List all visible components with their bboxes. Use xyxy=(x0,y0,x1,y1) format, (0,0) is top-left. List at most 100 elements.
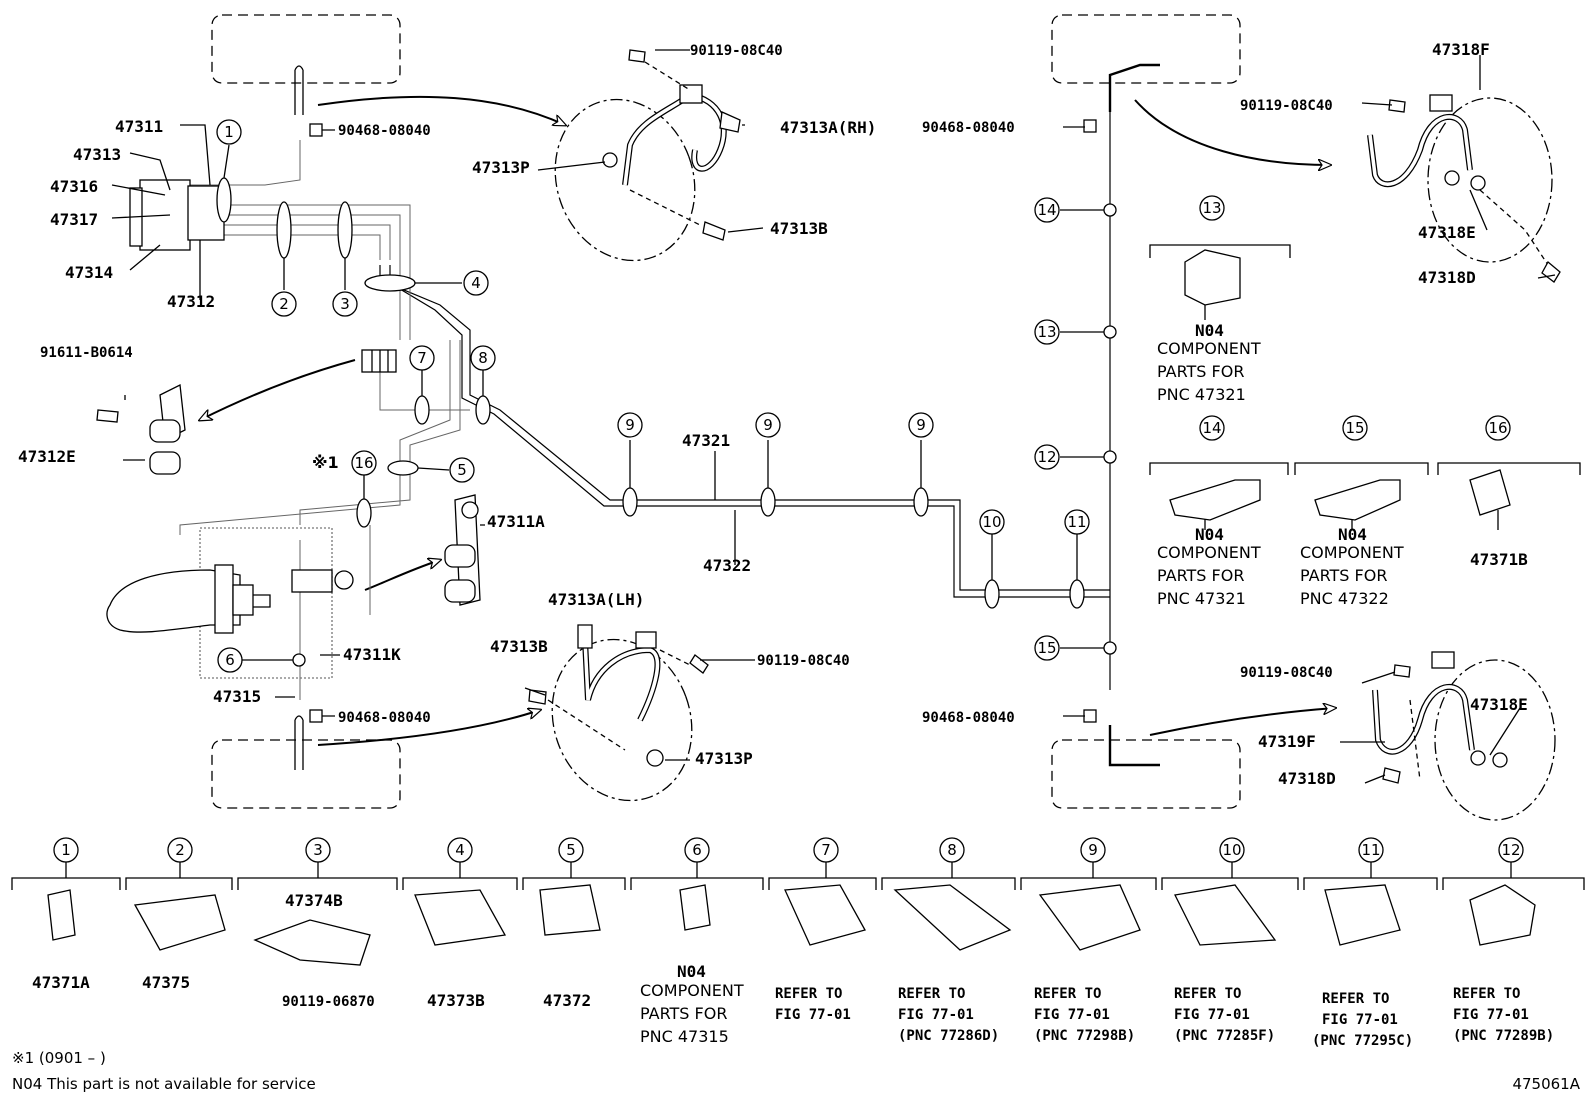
bracket-47311A-clamp-b xyxy=(444,579,476,603)
label-47318E-b: 47318E xyxy=(1470,695,1528,714)
callout-16-num: 16 xyxy=(354,454,373,472)
label-47371B: 47371B xyxy=(1470,550,1528,569)
right-box-15-n04: N04 xyxy=(1338,525,1367,544)
bracket-r13 xyxy=(1149,244,1291,258)
bottom-label-9-line1: REFER TO xyxy=(1034,986,1101,1002)
bottom-label-12-line3: (PNC 77289B) xyxy=(1453,1028,1554,1044)
callout-r16 xyxy=(1485,415,1511,441)
47311K-clamp-bolt xyxy=(334,570,354,590)
label-47318D-b: 47318D xyxy=(1278,769,1336,788)
callout-r13-num: 13 xyxy=(1202,199,1221,217)
label-47313P-b: 47313P xyxy=(695,749,753,768)
clip-r13 xyxy=(1184,249,1241,306)
clip-47318E-rr2 xyxy=(1492,752,1508,768)
callout-13 xyxy=(1034,319,1060,345)
wheel-ellipse-fr2 xyxy=(1427,97,1553,263)
callout-6-num: 6 xyxy=(225,651,235,669)
callout-9c xyxy=(908,412,934,438)
bolt-91611 xyxy=(96,409,119,423)
hose-47313A-rh xyxy=(622,92,692,186)
bottom-callout-12 xyxy=(1498,837,1524,863)
bottom-label-7-line1: REFER TO xyxy=(775,986,842,1002)
master-cylinder-rod xyxy=(253,594,271,608)
bottom-label-11-line3: (PNC 77295C) xyxy=(1312,1033,1413,1049)
label-90468-a: 90468-08040 xyxy=(338,123,431,139)
label-90119-b: 90119-08C40 xyxy=(757,653,850,669)
label-47313A-rh: 47313A(RH) xyxy=(780,118,876,137)
bottom-callout-8 xyxy=(939,837,965,863)
right-box-15-line1: COMPONENT xyxy=(1300,543,1404,562)
master-cylinder-flange xyxy=(214,564,234,634)
arrow-to-bracket xyxy=(200,359,356,420)
bottom-clip-9 xyxy=(1038,884,1141,951)
callout-6 xyxy=(217,647,243,673)
rear-left-area xyxy=(211,739,401,809)
bottom-callout-7 xyxy=(813,837,839,863)
bracket-r16 xyxy=(1437,462,1581,475)
brake-line-right-bottom xyxy=(1108,725,1160,767)
bottom-label-1: 47371A xyxy=(32,973,90,992)
label-47313: 47313 xyxy=(73,145,121,164)
right-box-13-n04: N04 xyxy=(1195,321,1224,340)
label-47318E-a: 47318E xyxy=(1418,223,1476,242)
bottom-label-10-line1: REFER TO xyxy=(1174,986,1241,1002)
bottom-label-6-line1: COMPONENT xyxy=(640,981,744,1000)
bottom-label-6-line2: PARTS FOR xyxy=(640,1004,727,1023)
footer-note-2: N04 This part is not available for servi… xyxy=(12,1075,316,1093)
callout-12-num: 12 xyxy=(1037,448,1056,466)
bottom-label-11-line1: REFER TO xyxy=(1322,991,1389,1007)
label-47319F: 47319F xyxy=(1258,732,1316,751)
clamp-9b xyxy=(760,487,776,517)
hose-47313A-rh-tube-inner xyxy=(689,93,726,171)
bottom-callout-10-num: 10 xyxy=(1222,841,1241,859)
right-box-14: N04 COMPONENT PARTS FOR PNC 47321 xyxy=(1157,525,1261,608)
callout-1-num: 1 xyxy=(224,123,234,141)
figure-id: 475061A xyxy=(1512,1075,1580,1093)
dash-fr-bottom xyxy=(629,189,701,226)
bolt-47313B-fr xyxy=(702,221,726,241)
clip-r14 xyxy=(1169,479,1261,521)
clamp-7-slots xyxy=(371,350,389,372)
front-left-pipe xyxy=(294,65,304,115)
bottom-label-10-line2: FIG 77-01 xyxy=(1174,1007,1250,1023)
bottom-label-8-line2: FIG 77-01 xyxy=(898,1007,974,1023)
right-box-14-line3: PNC 47321 xyxy=(1157,589,1246,608)
clamp-1 xyxy=(216,177,232,223)
bottom-label-10-line3: (PNC 77285F) xyxy=(1174,1028,1275,1044)
callout-9c-num: 9 xyxy=(916,416,926,434)
label-47313A-lh: 47313A(LH) xyxy=(548,590,644,609)
bottom-callout-3 xyxy=(305,837,331,863)
right-box-13-line3: PNC 47321 xyxy=(1157,385,1246,404)
clamp-12 xyxy=(1103,450,1117,464)
master-cylinder xyxy=(106,569,241,633)
callout-r15-num: 15 xyxy=(1345,419,1364,437)
right-box-13-line2: PARTS FOR xyxy=(1157,362,1244,381)
callout-4-num: 4 xyxy=(471,274,481,292)
wheel-ellipse-fr xyxy=(554,98,696,262)
clamp-7 xyxy=(414,395,430,425)
bottom-clip-7 xyxy=(784,884,866,946)
bracket-rf xyxy=(1429,94,1453,112)
bottom-callout-4-num: 4 xyxy=(455,841,465,859)
arrow-to-fr-hose xyxy=(317,95,565,125)
bolt-90119-rl xyxy=(689,654,709,674)
clip-47313P-rl xyxy=(646,749,664,767)
bottom-label-4: 47373B xyxy=(427,991,485,1010)
bracket-47311A-clamp-a xyxy=(444,544,476,568)
right-box-14-line1: COMPONENT xyxy=(1157,543,1261,562)
bolt-rf xyxy=(1388,99,1406,113)
hose-47319F-inner xyxy=(1373,685,1474,754)
callout-r16-num: 16 xyxy=(1488,419,1507,437)
callout-16 xyxy=(351,450,377,476)
bottom-callout-10 xyxy=(1219,837,1245,863)
callout-r13 xyxy=(1199,195,1225,221)
arrow-to-rf-hose xyxy=(1134,99,1330,165)
bottom-callout-11 xyxy=(1358,837,1384,863)
label-47316: 47316 xyxy=(50,177,98,196)
callout-1 xyxy=(216,119,242,145)
callout-9b-num: 9 xyxy=(763,416,773,434)
right-box-13: N04 COMPONENT PARTS FOR PNC 47321 xyxy=(1157,321,1261,404)
bottom-clip-3 xyxy=(253,919,371,966)
callout-r14 xyxy=(1199,415,1225,441)
bottom-callout-1 xyxy=(53,837,79,863)
